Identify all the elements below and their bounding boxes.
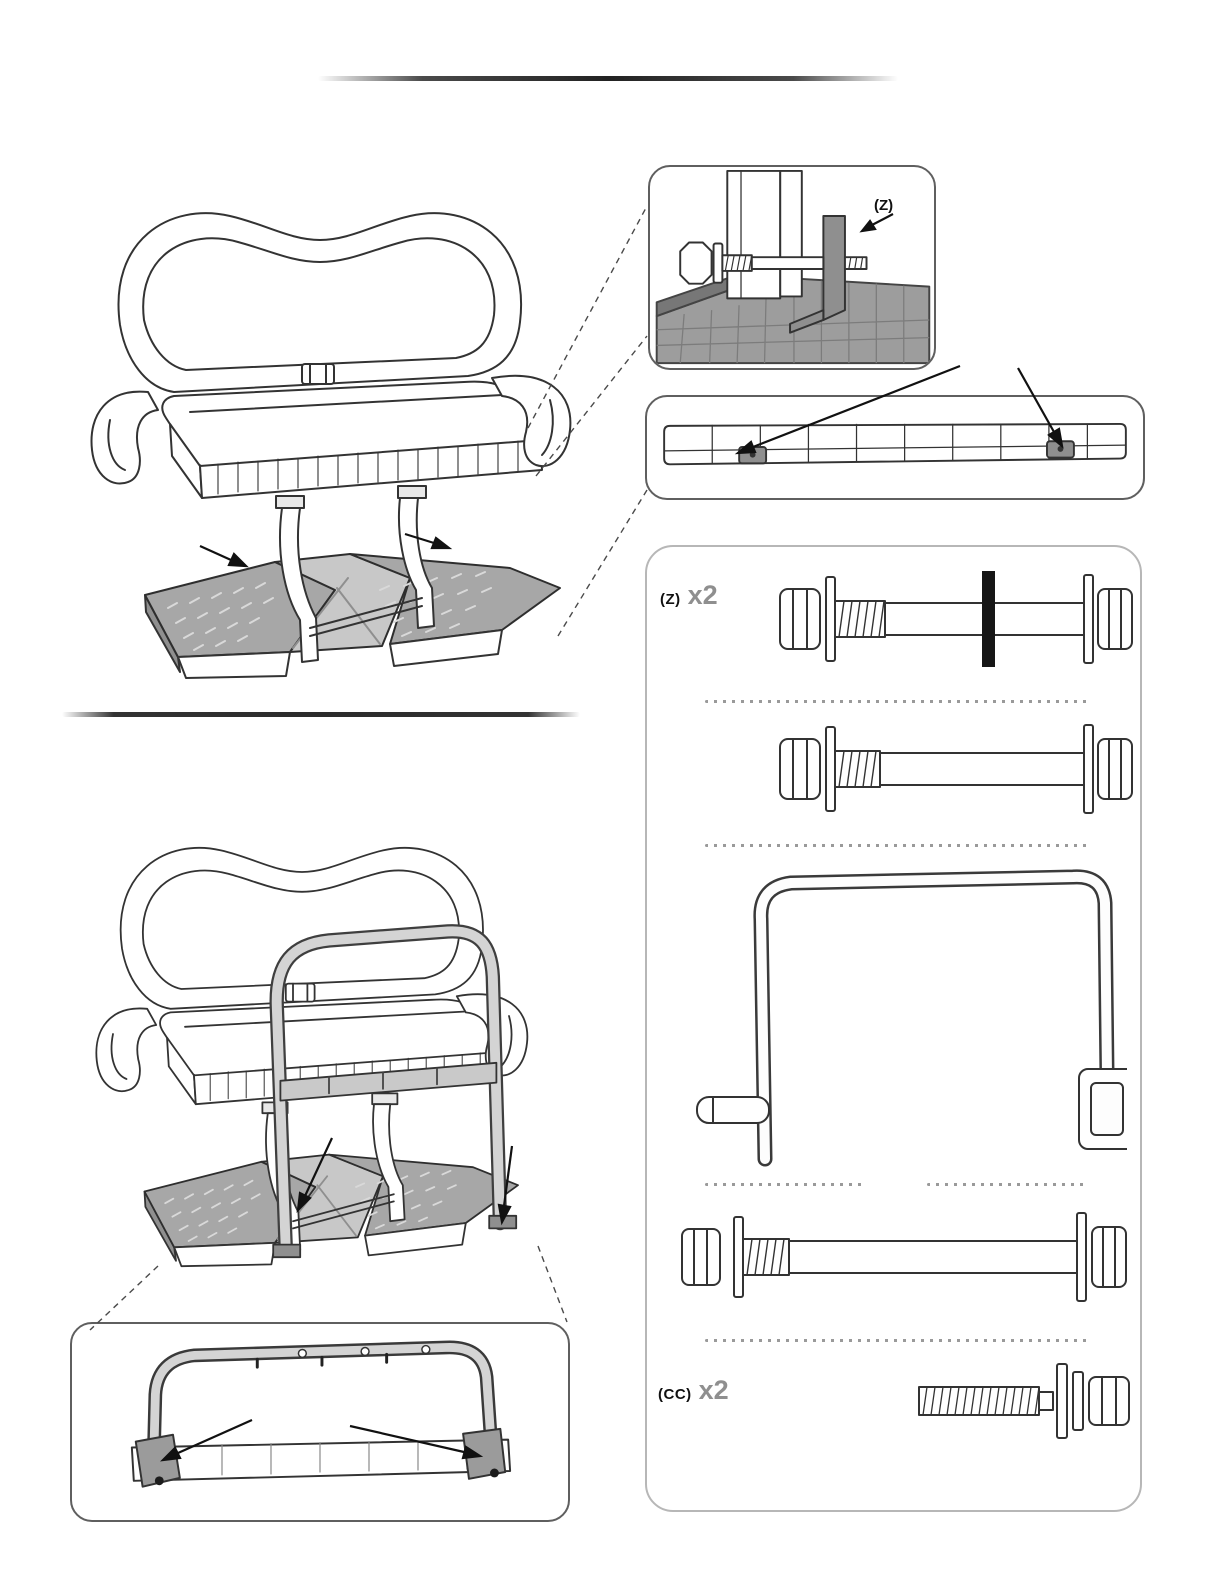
hex-bolt-short-drawing	[681, 1212, 1127, 1302]
dotted-separator-3a	[705, 1183, 863, 1186]
section-divider	[62, 712, 580, 717]
seat-base	[169, 423, 543, 499]
dotted-separator-1	[705, 700, 1090, 703]
seat-legs	[275, 485, 435, 663]
grab-bar-detail-inset	[70, 1322, 570, 1522]
hex-bolt-long-drawing	[779, 724, 1133, 814]
bracket-detail-drawing	[655, 169, 931, 365]
dotted-separator-4	[705, 1339, 1090, 1342]
part-z-qty: x2	[687, 580, 718, 610]
underside-detail-inset	[645, 395, 1145, 500]
armrest-left	[90, 390, 159, 485]
footrest	[144, 553, 561, 679]
top-divider	[318, 76, 898, 81]
part-z-row-label: (Z) x2	[660, 580, 718, 611]
part-cc-row-label: (CC) x2	[658, 1375, 729, 1406]
part-cc-code: (CC)	[658, 1386, 692, 1403]
hardware-parts-panel: (Z) x2	[645, 545, 1142, 1512]
seat-illustration-before	[90, 212, 572, 679]
seat-backrest	[117, 212, 523, 393]
underside-detail-drawing	[663, 422, 1127, 466]
grab-bar	[269, 924, 518, 1259]
paint-marker-band	[982, 571, 995, 667]
bracket-detail-inset: (Z)	[648, 165, 936, 370]
hex-bolt-marked-drawing	[779, 571, 1133, 667]
part-z-callout-label: (Z)	[874, 197, 894, 214]
clevis-pin	[696, 1096, 770, 1124]
part-z-code: (Z)	[660, 591, 681, 608]
dotted-separator-3b	[927, 1183, 1089, 1186]
grab-bar-detail-drawing	[130, 1340, 512, 1488]
part-cc-qty: x2	[698, 1375, 729, 1405]
seat-illustration-after	[95, 846, 529, 1268]
threaded-stud-drawing	[918, 1363, 1130, 1439]
dotted-separator-2	[705, 844, 1090, 847]
u-bracket-drawing	[696, 869, 1127, 1167]
